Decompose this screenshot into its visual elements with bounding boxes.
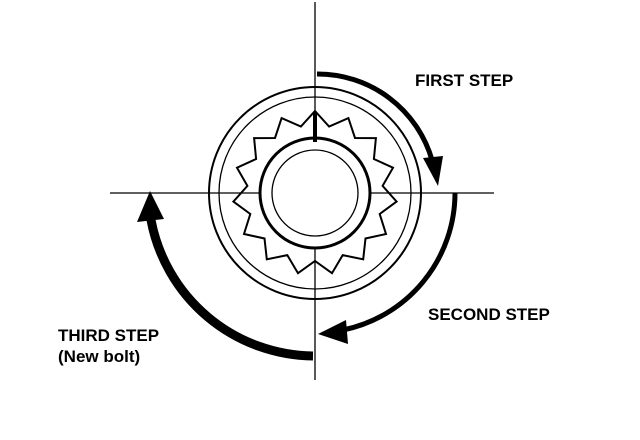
sprocket-gear — [231, 109, 399, 275]
third-step-note: (New bolt) — [58, 347, 141, 366]
inner-ring — [218, 96, 412, 290]
first-step-label: FIRST STEP — [415, 71, 514, 90]
second-step-label: SECOND STEP — [428, 305, 550, 324]
bolt-head-outer — [258, 136, 372, 250]
third-step-arrow — [146, 219, 314, 361]
outer-ring — [208, 86, 422, 300]
first-step-arrow — [316, 71, 435, 161]
third-step-label: THIRD STEP — [58, 326, 160, 345]
second-step-arrow — [342, 192, 458, 333]
second-step-arrowhead — [318, 320, 348, 344]
bolt-head-inner — [271, 149, 359, 237]
third-step-arrowhead — [137, 191, 164, 222]
first-step-arrowhead — [423, 156, 443, 186]
